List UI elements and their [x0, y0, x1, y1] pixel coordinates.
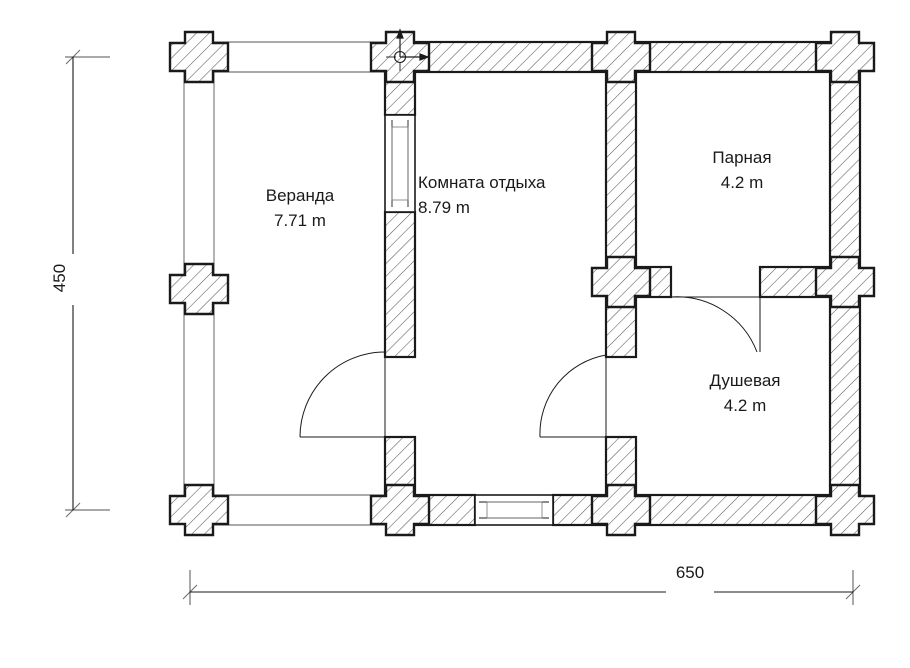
- log-joints: [168, 30, 876, 537]
- room-area-dushevaya: 4.2 m: [723, 396, 767, 415]
- log-joint-bottom-right: [814, 483, 876, 537]
- wall-partition-center-mid: [383, 210, 417, 359]
- room-label-veranda: Веранда 7.71 m: [240, 183, 360, 233]
- door-veranda-to-lounge: [299, 351, 386, 438]
- log-joint-bottom-right-inner: [590, 483, 652, 537]
- room-label-komnata-otdyha: Комната отдыха 8.79 m: [418, 170, 614, 220]
- dimension-lines: [65, 49, 861, 605]
- room-area-veranda: 7.71 m: [274, 211, 326, 230]
- room-label-dushevaya: Душевая 4.2 m: [682, 368, 808, 418]
- dimension-value-width: 650: [675, 563, 705, 582]
- log-joint-bottom-left: [168, 483, 230, 537]
- origin-axis-marker: [386, 28, 430, 71]
- window-bottom-wall: [474, 494, 554, 526]
- room-name-komnata-otdyha: Комната отдыха: [418, 173, 546, 192]
- log-joint-mid-left: [168, 262, 230, 316]
- log-joint-top-right: [814, 30, 876, 84]
- room-name-parnaya: Парная: [712, 148, 772, 167]
- width-dimension-graphics: [182, 570, 861, 605]
- room-name-veranda: Веранда: [265, 186, 335, 205]
- room-name-dushevaya: Душевая: [709, 371, 781, 390]
- door-steam-to-shower: [670, 296, 761, 353]
- dimension-value-height: 450: [50, 263, 69, 293]
- height-dimension-graphics: [65, 49, 110, 518]
- log-joint-top-left: [168, 30, 230, 84]
- log-joint-mid-right-inner: [590, 255, 652, 309]
- room-label-parnaya: Парная 4.2 m: [686, 145, 798, 195]
- door-lounge-to-wet-block: [539, 354, 607, 438]
- log-joint-bottom-center: [369, 483, 431, 537]
- log-joint-top-right-inner: [590, 30, 652, 84]
- doors: [299, 296, 761, 438]
- room-area-komnata-otdyha: 8.79 m: [418, 198, 470, 217]
- room-area-parnaya: 4.2 m: [720, 173, 764, 192]
- window-veranda-partition: [384, 114, 416, 213]
- windows: [384, 114, 554, 526]
- log-joint-mid-right: [814, 255, 876, 309]
